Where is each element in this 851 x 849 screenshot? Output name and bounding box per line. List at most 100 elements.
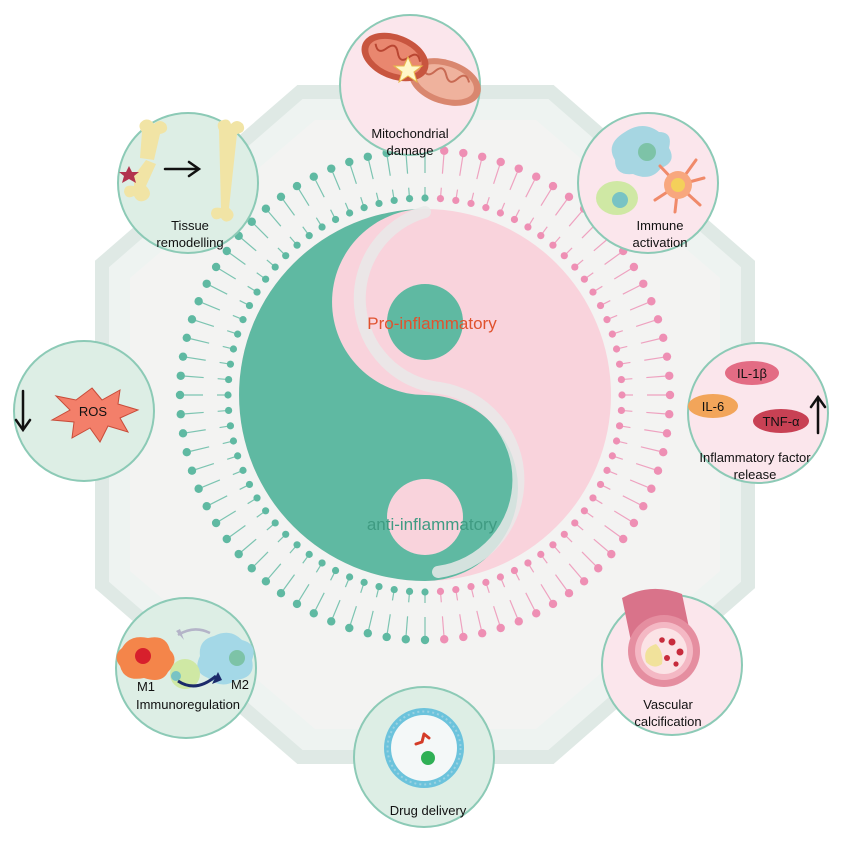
lipid-head (176, 371, 185, 380)
lipid-head (253, 288, 261, 296)
lipid-tail (332, 599, 341, 618)
lipid-tail (486, 585, 490, 594)
mitochondria-icon (361, 32, 481, 106)
lipid-head (665, 371, 674, 380)
node-drug-delivery: Drug delivery (353, 686, 495, 828)
lipid-tail (509, 172, 518, 191)
lipid-tail (646, 375, 666, 379)
lipid-head (229, 345, 238, 353)
lipid-head (549, 541, 557, 549)
node-ros: ROS (13, 340, 155, 482)
lipid-head (560, 530, 568, 538)
drug-label: Drug delivery (390, 803, 467, 818)
lipid-head (532, 609, 541, 618)
lipid-head (271, 263, 279, 271)
lipid-head (282, 252, 290, 260)
lipid-tail (471, 192, 475, 201)
lipid-tail (266, 524, 274, 531)
lipid-head (532, 172, 541, 181)
lipid-head (467, 582, 475, 591)
lipid-tail (500, 579, 506, 588)
lipid-head (524, 223, 532, 231)
lipid-tail (391, 189, 395, 198)
lipid-tail (644, 429, 664, 434)
lipid-head (247, 564, 256, 573)
lipid-head (440, 146, 449, 155)
lipid-tail (586, 512, 594, 518)
lipid-tail (386, 156, 391, 176)
lipid-head (262, 275, 270, 283)
lipid-tail (635, 319, 655, 327)
lipid-head (239, 316, 247, 324)
lipid-tail (386, 614, 391, 634)
lipid-head (615, 360, 624, 368)
lipid-tail (229, 252, 246, 265)
lipid-tail (202, 479, 221, 488)
lipid-head (262, 507, 270, 515)
lipid-head (234, 330, 242, 338)
lipid-tail (542, 226, 548, 234)
lipid-head (225, 375, 233, 384)
lipid-tail (256, 512, 264, 518)
lipid-tail (455, 189, 459, 198)
lipid-head (524, 559, 532, 567)
lipid-head (510, 215, 519, 224)
lipid-tail (613, 268, 631, 280)
lipid-head (247, 217, 256, 226)
immune-label-2: activation (633, 235, 688, 250)
lipid-head (639, 279, 648, 288)
lipid-head (239, 466, 247, 474)
lipid-tail (256, 272, 264, 278)
lipid-tail (302, 556, 308, 564)
lipid-head (318, 559, 326, 567)
lipid-head (594, 564, 603, 573)
lipid-head (467, 199, 475, 208)
immune-label-1: Immune (637, 218, 684, 233)
lipid-tail (408, 594, 410, 603)
lipid-tail (184, 411, 204, 415)
lipid-tail (360, 585, 364, 594)
lipid-tail (247, 285, 255, 292)
lipid-tail (624, 410, 633, 412)
lipid-head (194, 484, 203, 493)
lipid-head (375, 582, 383, 591)
lipid-head (580, 507, 588, 515)
lipid-tail (441, 154, 445, 174)
lipid-tail (254, 224, 269, 239)
lipid-head (579, 577, 589, 586)
lipid-head (253, 494, 261, 502)
lipid-head (482, 204, 490, 212)
lipid-head (202, 502, 211, 511)
lipid-tail (459, 614, 464, 634)
lipid-tail (222, 345, 231, 349)
tissue-label-2: remodelling (156, 235, 223, 250)
lipid-head (222, 534, 231, 544)
lipid-tail (619, 345, 628, 349)
lipid-tail (241, 538, 257, 552)
lipid-head (514, 617, 523, 626)
lipid-tail (247, 498, 255, 505)
lipid-tail (282, 199, 295, 216)
lipid-tail (540, 583, 552, 601)
lipid-head (564, 589, 574, 598)
lipid-head (619, 534, 628, 544)
lipid-tail (515, 572, 520, 581)
lipid-head (496, 623, 505, 633)
lipid-head (293, 541, 301, 549)
lipid-head (482, 578, 490, 586)
lipid-tail (455, 592, 459, 601)
lipid-tail (540, 189, 552, 207)
lipid-head (360, 578, 368, 586)
lipid-head (580, 275, 588, 283)
lipid-tail (217, 378, 226, 380)
immune-cells-icon (596, 126, 706, 215)
lipid-tail (219, 425, 228, 429)
lipid-tail (542, 556, 548, 564)
lipid-head (331, 566, 340, 575)
lipid-head (421, 588, 429, 596)
lipid-head (345, 157, 354, 167)
tissue-label-1: Tissue (171, 218, 209, 233)
lipid-tail (375, 589, 379, 598)
lipid-head (211, 262, 221, 272)
